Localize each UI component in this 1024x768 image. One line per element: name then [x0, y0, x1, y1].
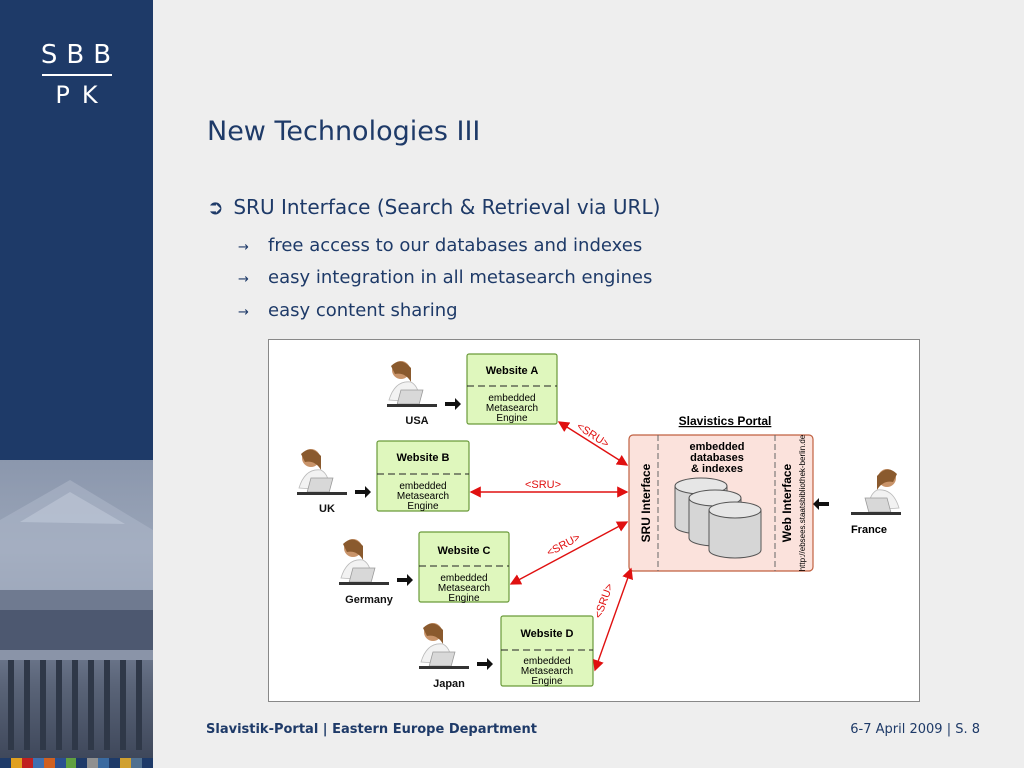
footer-right: 6-7 April 2009 | S. 8 — [850, 722, 980, 737]
website-line: embedded — [488, 393, 535, 404]
sru-interface-label: SRU Interface — [639, 463, 653, 542]
slide-title: New Technologies III — [207, 116, 481, 147]
logo-line-2: PK — [55, 81, 110, 109]
sub-bullet-1: → free access to our databases and indexe… — [238, 235, 642, 256]
strip-segment — [0, 758, 11, 768]
strip-segment — [65, 758, 77, 768]
sub-bullet-text: free access to our databases and indexes — [268, 235, 643, 256]
website-title: Website A — [486, 365, 539, 377]
sru-label: <SRU> — [545, 532, 582, 560]
website-b-group: UK Website B embedded Metasearch Engine — [296, 440, 470, 515]
strip-segment — [109, 758, 121, 768]
web-interface-label: Web Interface — [780, 463, 794, 542]
website-line: Metasearch — [486, 403, 538, 414]
strip-segment — [10, 758, 22, 768]
database-icon — [674, 477, 762, 559]
portal-content-line: databases — [690, 452, 744, 464]
country-label: UK — [319, 503, 335, 515]
strip-segment — [43, 758, 55, 768]
logo-line-1: SBB — [40, 40, 121, 70]
sub-bullet-3: → easy content sharing — [238, 300, 458, 321]
strip-segment — [76, 758, 88, 768]
sidebar: SBB PK — [0, 0, 153, 768]
website-line: embedded — [523, 656, 570, 667]
sru-label: <SRU> — [592, 582, 616, 620]
website-line: Engine — [407, 501, 439, 512]
sub-bullet-text: easy content sharing — [268, 300, 458, 321]
sru-architecture-diagram: USA Website A embedded Metasearch Engine… — [268, 339, 920, 702]
arrow-icon: → — [238, 240, 249, 255]
strip-segment — [131, 758, 142, 768]
website-d-group: Japan Website D embedded Metasearch Engi… — [418, 615, 594, 690]
strip-segment — [87, 758, 99, 768]
main-bullet-text: SRU Interface (Search & Retrieval via UR… — [233, 195, 661, 219]
website-title: Website C — [438, 545, 491, 557]
arrow-icon: → — [238, 305, 249, 320]
building-illustration — [0, 480, 153, 750]
country-label: USA — [405, 415, 428, 427]
main-bullet: ➲ SRU Interface (Search & Retrieval via … — [207, 195, 660, 219]
website-title: Website B — [397, 452, 450, 464]
website-a-group: USA Website A embedded Metasearch Engine — [386, 353, 558, 427]
slavistics-portal: Slavistics Portal SRU Interface Web Inte… — [628, 414, 814, 572]
france-user: France — [813, 468, 902, 536]
website-line: Metasearch — [397, 491, 449, 502]
sub-bullet-2: → easy integration in all metasearch engi… — [238, 267, 652, 288]
sru-label: <SRU> — [525, 479, 561, 491]
website-line: Engine — [496, 413, 528, 424]
arrow-icon: → — [238, 272, 249, 287]
building-photo — [0, 460, 153, 760]
sru-arrows — [469, 421, 633, 672]
country-label: Germany — [345, 594, 394, 606]
footer-left: Slavistik-Portal | Eastern Europe Depart… — [206, 722, 537, 737]
website-title: Website D — [521, 628, 574, 640]
color-strip — [0, 758, 153, 768]
portal-title: Slavistics Portal — [679, 414, 772, 428]
circled-arrow-icon: ➲ — [207, 195, 224, 219]
portal-content-line: embedded — [689, 441, 744, 453]
strip-segment — [141, 758, 153, 768]
sbb-pk-logo: SBB PK — [0, 38, 153, 110]
website-c-group: Germany Website C embedded Metasearch En… — [338, 531, 510, 606]
website-line: embedded — [399, 481, 446, 492]
strip-segment — [21, 758, 33, 768]
strip-segment — [54, 758, 66, 768]
logo-divider — [41, 74, 112, 76]
website-line: Metasearch — [438, 583, 490, 594]
website-line: embedded — [440, 573, 487, 584]
website-line: Engine — [531, 676, 563, 687]
sub-bullet-text: easy integration in all metasearch engin… — [268, 267, 653, 288]
country-label: Japan — [433, 678, 465, 690]
strip-segment — [120, 758, 132, 768]
portal-content-line: & indexes — [691, 463, 743, 475]
strip-segment — [32, 758, 44, 768]
website-line: Metasearch — [521, 666, 573, 677]
country-label-france: France — [851, 524, 887, 536]
url-label: http://ebsees.staatsbibliothek-berlin.de — [798, 434, 807, 571]
website-line: Engine — [448, 593, 480, 604]
strip-segment — [98, 758, 110, 768]
